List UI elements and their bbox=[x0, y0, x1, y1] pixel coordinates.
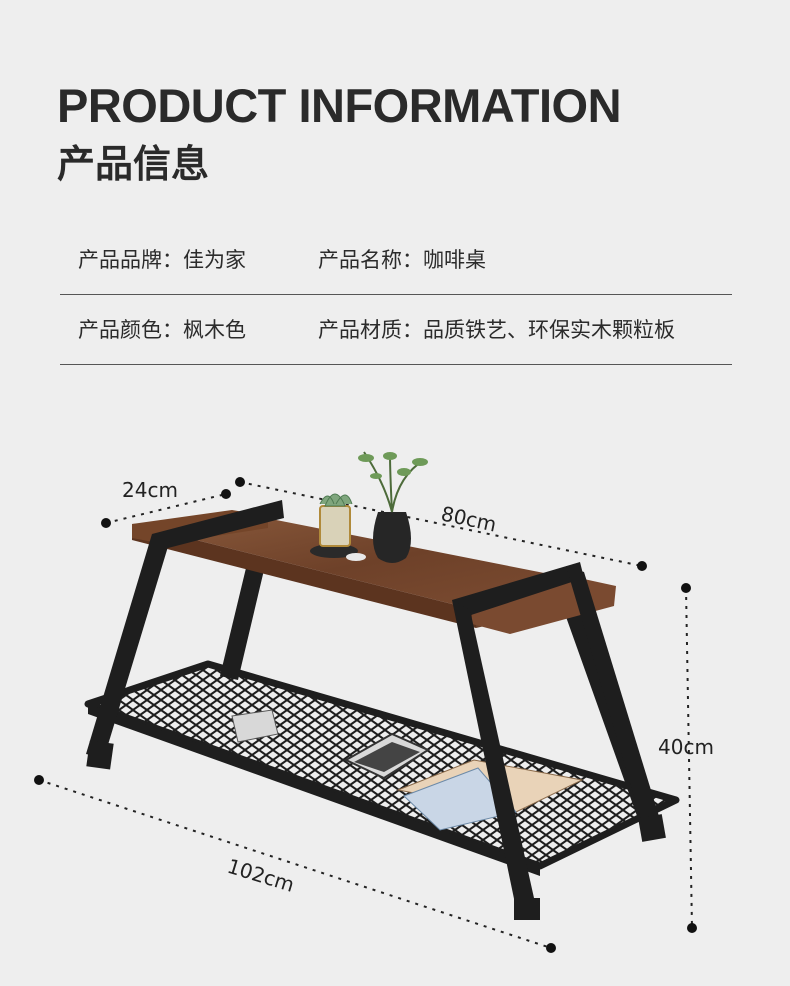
page-title-en: PRODUCT INFORMATION bbox=[57, 79, 622, 132]
page-title-cn: 产品信息 bbox=[57, 142, 210, 186]
candle-jar bbox=[319, 505, 351, 547]
spec-brand: 产品品牌：佳为家 bbox=[78, 248, 246, 272]
dim-label-width: 80cm bbox=[439, 501, 499, 536]
dim-label-depth: 24cm bbox=[122, 478, 178, 502]
spec-row-2: 产品颜色：枫木色 产品材质：品质铁艺、环保实木颗粒板 bbox=[60, 294, 732, 365]
dim-line-height bbox=[685, 587, 693, 929]
table-decor bbox=[310, 451, 428, 563]
succulent bbox=[319, 493, 353, 507]
dim-label-length: 102cm bbox=[225, 854, 298, 897]
spec-row-1: 产品品牌：佳为家 产品名称：咖啡桌 bbox=[60, 224, 732, 295]
table-top bbox=[132, 510, 616, 634]
coaster bbox=[310, 544, 358, 558]
dimension-lines bbox=[38, 481, 693, 949]
dim-label-height: 40cm bbox=[658, 735, 714, 759]
dim-line-width bbox=[239, 481, 643, 567]
vase bbox=[373, 512, 411, 563]
spec-material: 产品材质：品质铁艺、环保实木颗粒板 bbox=[318, 318, 675, 342]
spec-name: 产品名称：咖啡桌 bbox=[318, 248, 486, 272]
product-illustration: 24cm 80cm 40cm 102cm bbox=[34, 451, 714, 953]
table-front-frame bbox=[86, 500, 666, 920]
dimension-endpoints bbox=[34, 477, 697, 953]
photo-card bbox=[231, 709, 279, 743]
spec-color: 产品颜色：枫木色 bbox=[78, 318, 246, 342]
shelf-items bbox=[231, 709, 584, 831]
dim-line-depth bbox=[105, 493, 227, 524]
